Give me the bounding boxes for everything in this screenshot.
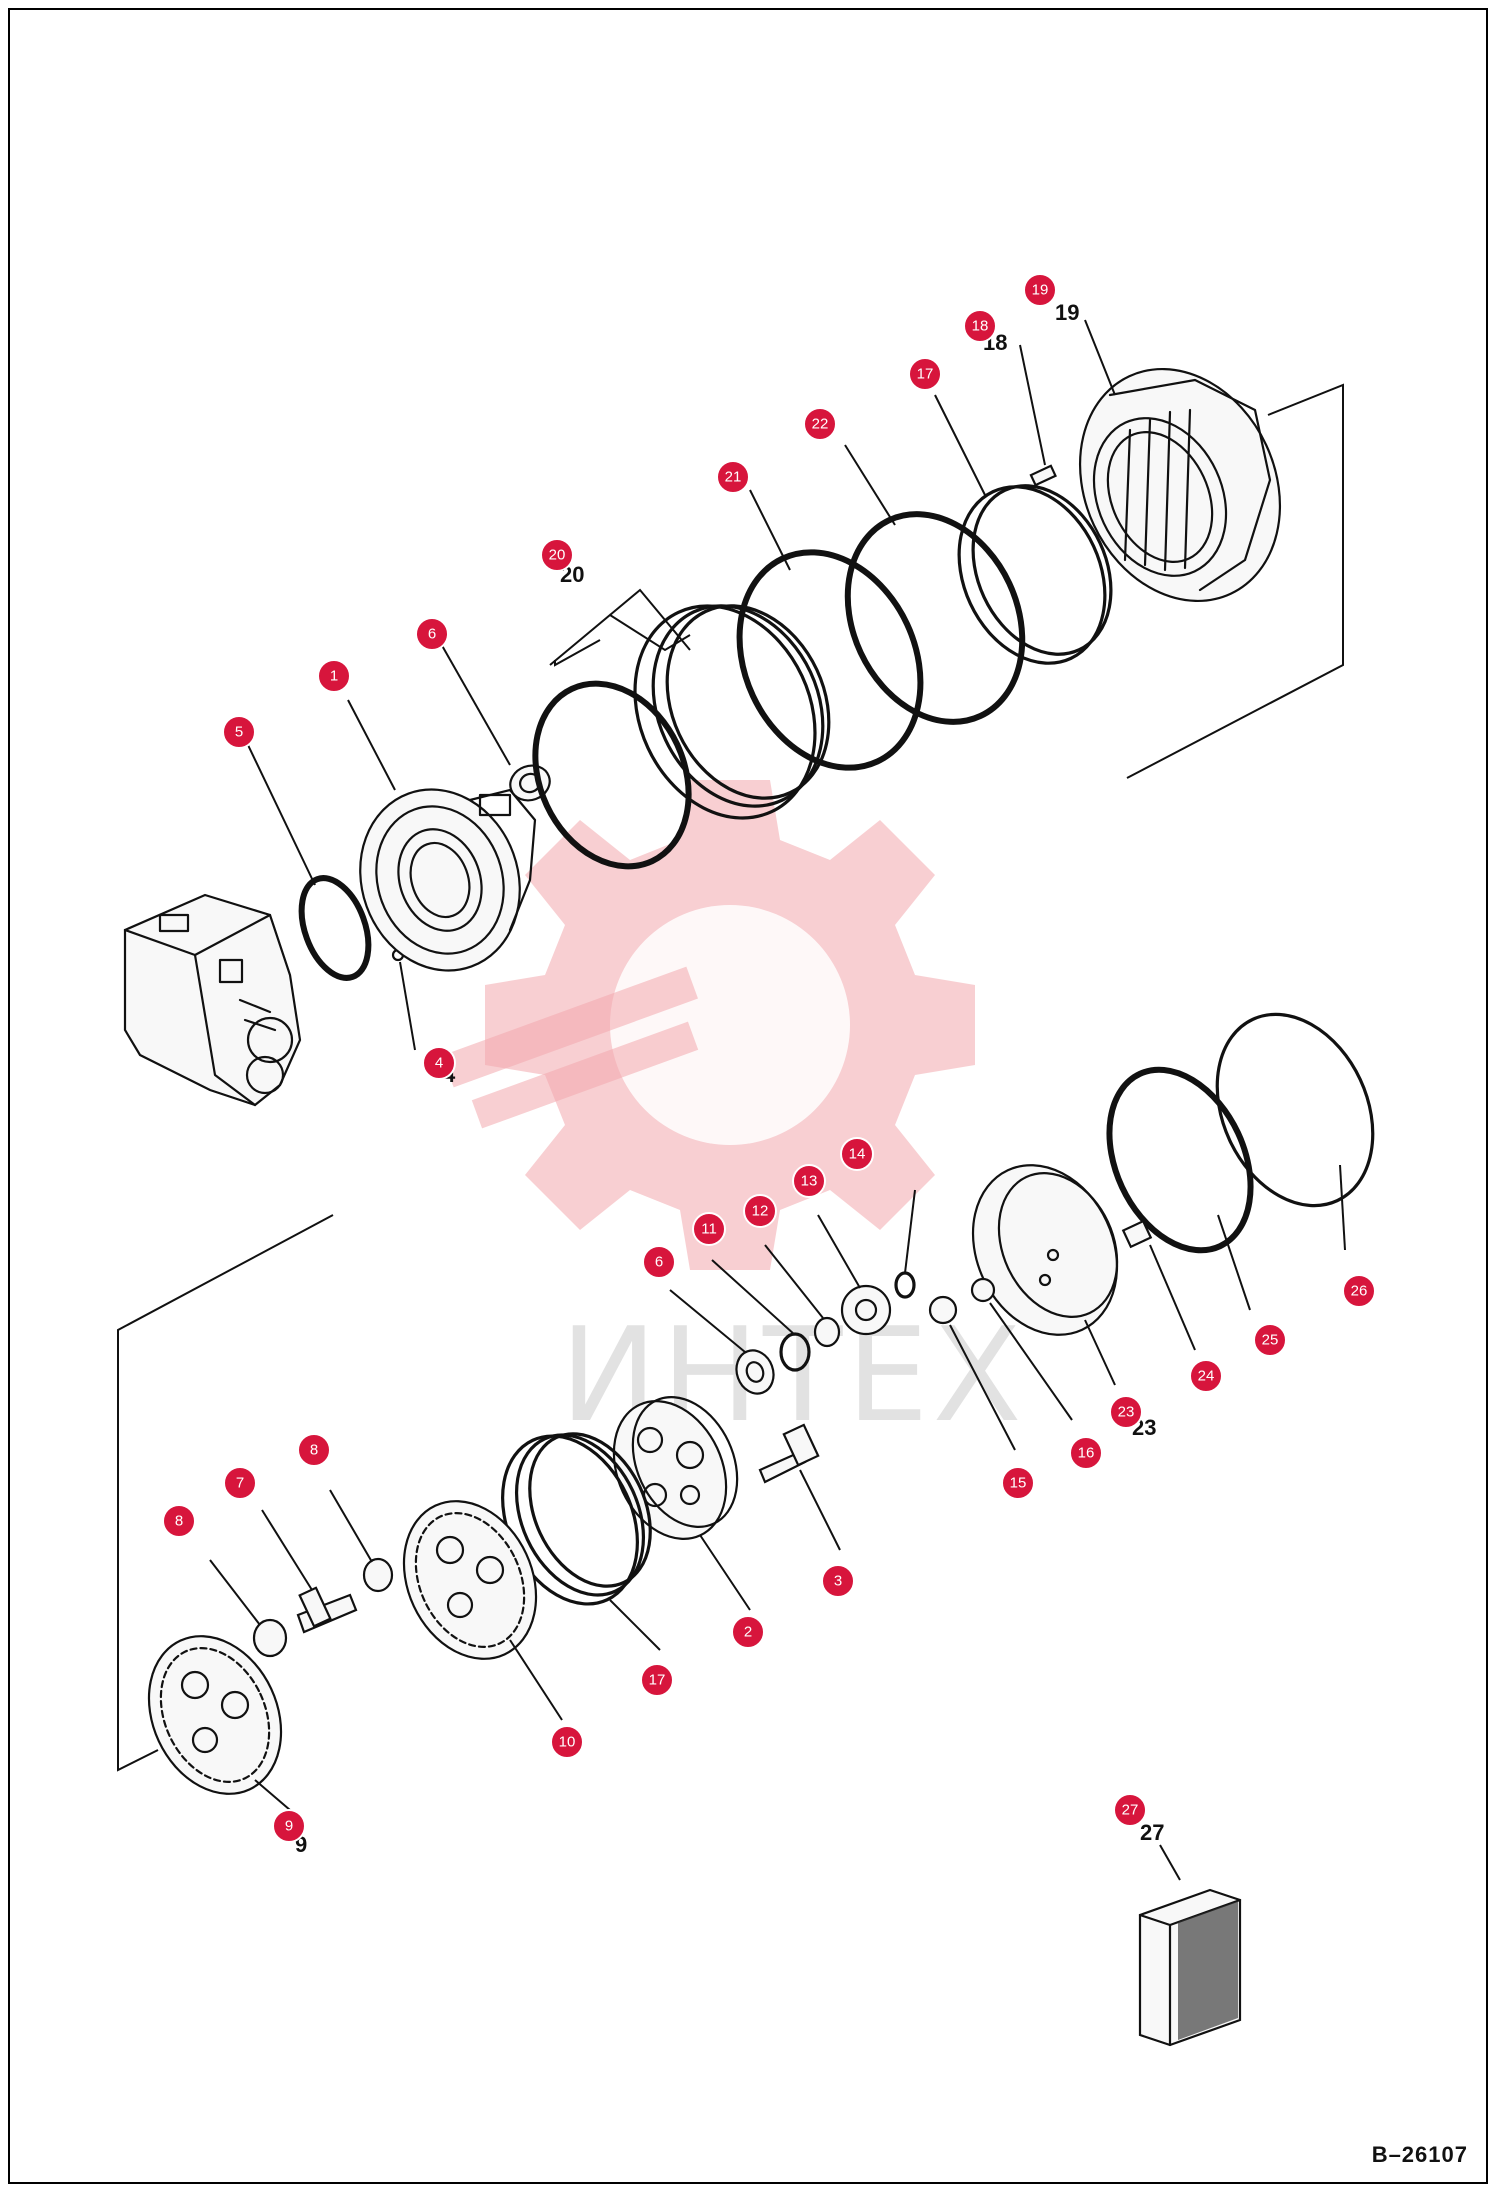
callout-8-left[interactable]: 8 — [162, 1504, 196, 1538]
svg-text:18: 18 — [972, 318, 989, 335]
svg-text:7: 7 — [236, 1475, 244, 1492]
planet-gear-9 — [147, 1635, 283, 1795]
callout-22[interactable]: 22 — [803, 407, 837, 441]
callout-24[interactable]: 24 — [1189, 1359, 1223, 1393]
bolt-3 — [758, 1423, 820, 1484]
svg-text:2: 2 — [744, 1624, 752, 1641]
callout-15[interactable]: 15 — [1001, 1466, 1035, 1500]
svg-text:9: 9 — [285, 1818, 293, 1835]
svg-text:22: 22 — [812, 416, 829, 433]
callout-6-lower[interactable]: 6 — [642, 1245, 676, 1279]
leader-lines — [209, 319, 1346, 1881]
svg-text:25: 25 — [1262, 1332, 1279, 1349]
ring-gear-hub-19 — [1078, 367, 1282, 603]
callout-9[interactable]: 9 — [272, 1809, 306, 1843]
callout-6-upper[interactable]: 6 — [415, 617, 449, 651]
callout-8-right[interactable]: 8 — [297, 1433, 331, 1467]
svg-text:6: 6 — [428, 626, 436, 643]
spacer-12 — [813, 1316, 841, 1348]
svg-text:10: 10 — [559, 1734, 576, 1751]
callout-26[interactable]: 26 — [1342, 1274, 1376, 1308]
snap-ring-14 — [894, 1271, 916, 1299]
callout-23[interactable]: 23 — [1109, 1395, 1143, 1429]
callout-10[interactable]: 10 — [550, 1725, 584, 1759]
callout-17-upper[interactable]: 17 — [908, 357, 942, 391]
floating-seal-17-upper — [957, 484, 1113, 665]
svg-text:23: 23 — [1118, 1404, 1135, 1421]
bearing-6-lower — [735, 1349, 775, 1395]
seal-20 — [633, 604, 831, 820]
callout-25[interactable]: 25 — [1253, 1323, 1287, 1357]
svg-text:19: 19 — [1032, 282, 1049, 299]
svg-text:17: 17 — [917, 366, 934, 383]
thrust-plate-15 — [928, 1295, 958, 1325]
callout-17-lower[interactable]: 17 — [640, 1663, 674, 1697]
spindle-housing-1 — [359, 788, 537, 972]
needle-bearing-8-right — [362, 1557, 394, 1593]
callout-12[interactable]: 12 — [743, 1194, 777, 1228]
callout-7[interactable]: 7 — [223, 1466, 257, 1500]
svg-text:17: 17 — [649, 1672, 666, 1689]
o-ring-5 — [298, 875, 372, 981]
svg-text:6: 6 — [655, 1254, 663, 1271]
svg-text:5: 5 — [235, 724, 243, 741]
o-ring-25 — [1106, 1066, 1254, 1254]
callout-21[interactable]: 21 — [716, 460, 750, 494]
callout-16[interactable]: 16 — [1069, 1436, 1103, 1470]
callout-3[interactable]: 3 — [821, 1564, 855, 1598]
callout-4[interactable]: 4 — [422, 1046, 456, 1080]
svg-text:26: 26 — [1351, 1283, 1368, 1300]
lower-bracket — [117, 1214, 334, 1772]
svg-text:20: 20 — [549, 547, 566, 564]
watermark-gear-logo — [442, 780, 975, 1270]
callout-13[interactable]: 13 — [792, 1164, 826, 1198]
callout-19[interactable]: 19 — [1023, 273, 1057, 307]
svg-text:15: 15 — [1010, 1475, 1027, 1492]
callouts: 1 2 3 4 5 6 6 7 8 8 9 10 11 12 13 14 15 … — [162, 273, 1376, 1843]
callout-11[interactable]: 11 — [692, 1212, 726, 1246]
document-code: B–26107 — [1371, 2142, 1468, 2167]
svg-text:27: 27 — [1122, 1802, 1139, 1819]
svg-text:12: 12 — [752, 1203, 769, 1220]
ring-21 — [736, 549, 924, 771]
svg-text:1: 1 — [330, 668, 338, 685]
svg-text:21: 21 — [725, 469, 742, 486]
o-ring-20 — [532, 680, 692, 870]
svg-text:14: 14 — [849, 1146, 866, 1163]
item20-bracket — [549, 588, 691, 667]
svg-text:3: 3 — [834, 1573, 842, 1590]
svg-text:4: 4 — [435, 1055, 443, 1072]
snap-ring-26 — [1215, 1012, 1375, 1208]
planet-gear-10 — [402, 1500, 538, 1660]
seal-kit-box-27 — [1138, 1888, 1242, 2047]
svg-text:16: 16 — [1078, 1445, 1095, 1462]
svg-text:8: 8 — [310, 1442, 318, 1459]
callout-14[interactable]: 14 — [840, 1137, 874, 1171]
svg-text:11: 11 — [701, 1221, 717, 1238]
diagram-frame — [8, 8, 1488, 2184]
bearing-6-upper — [509, 764, 551, 802]
svg-text:13: 13 — [801, 1173, 818, 1190]
plug-24 — [1121, 1219, 1153, 1249]
washer-16 — [970, 1277, 996, 1303]
callout-20[interactable]: 20 — [540, 538, 574, 572]
svg-text:8: 8 — [175, 1513, 183, 1530]
callout-2[interactable]: 2 — [731, 1615, 765, 1649]
svg-text:24: 24 — [1198, 1368, 1215, 1385]
upper-bracket — [1126, 383, 1344, 779]
pin-18 — [1029, 464, 1057, 487]
cover-23 — [971, 1164, 1119, 1336]
shaft-7 — [296, 1586, 358, 1634]
callout-18[interactable]: 18 — [963, 309, 997, 343]
callout-27[interactable]: 27 — [1113, 1793, 1147, 1827]
ring-22 — [844, 511, 1026, 725]
printed-number-27: 27 — [1140, 1820, 1164, 1845]
callout-1[interactable]: 1 — [317, 659, 351, 693]
callout-5[interactable]: 5 — [222, 715, 256, 749]
printed-number-19: 19 — [1055, 300, 1079, 325]
hydraulic-motor-housing — [123, 893, 302, 1107]
needle-bearing-8-left — [252, 1618, 288, 1658]
sun-gear-13 — [840, 1284, 892, 1336]
